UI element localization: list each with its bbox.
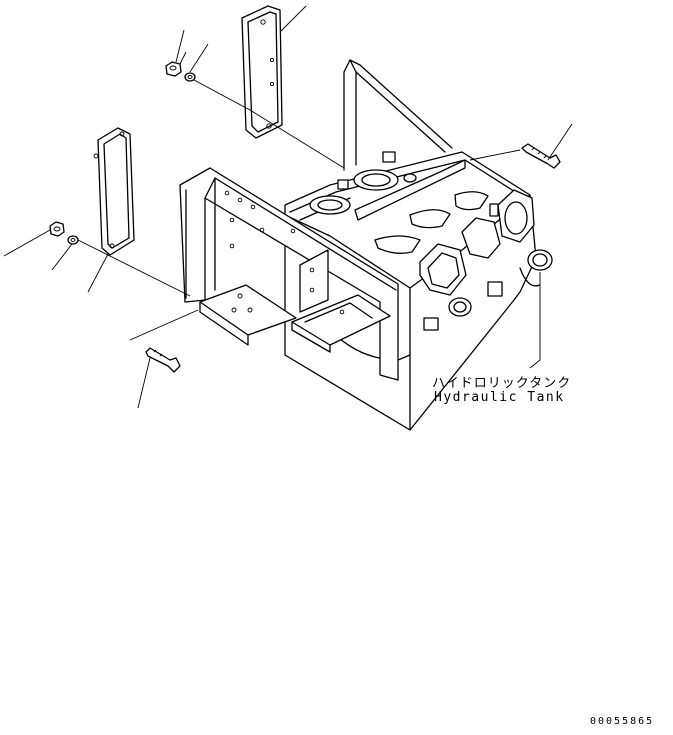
cover-plate-right [241,5,283,139]
hydraulic-tank [284,59,553,431]
nut-left [49,221,65,237]
leader-lines [3,5,573,409]
tank-label-jp: ハイドロリックタンク [432,376,572,391]
washer-left [67,235,79,245]
mounting-frame [179,167,399,381]
drawing-number: 00055865 [590,716,655,727]
tank-label-en: Hydraulic Tank [434,390,565,405]
bolt-right [521,143,561,169]
cover-plate-left [93,127,135,256]
washer-top [184,72,196,82]
bolt-bottom [145,347,181,373]
nut-top [165,61,182,77]
